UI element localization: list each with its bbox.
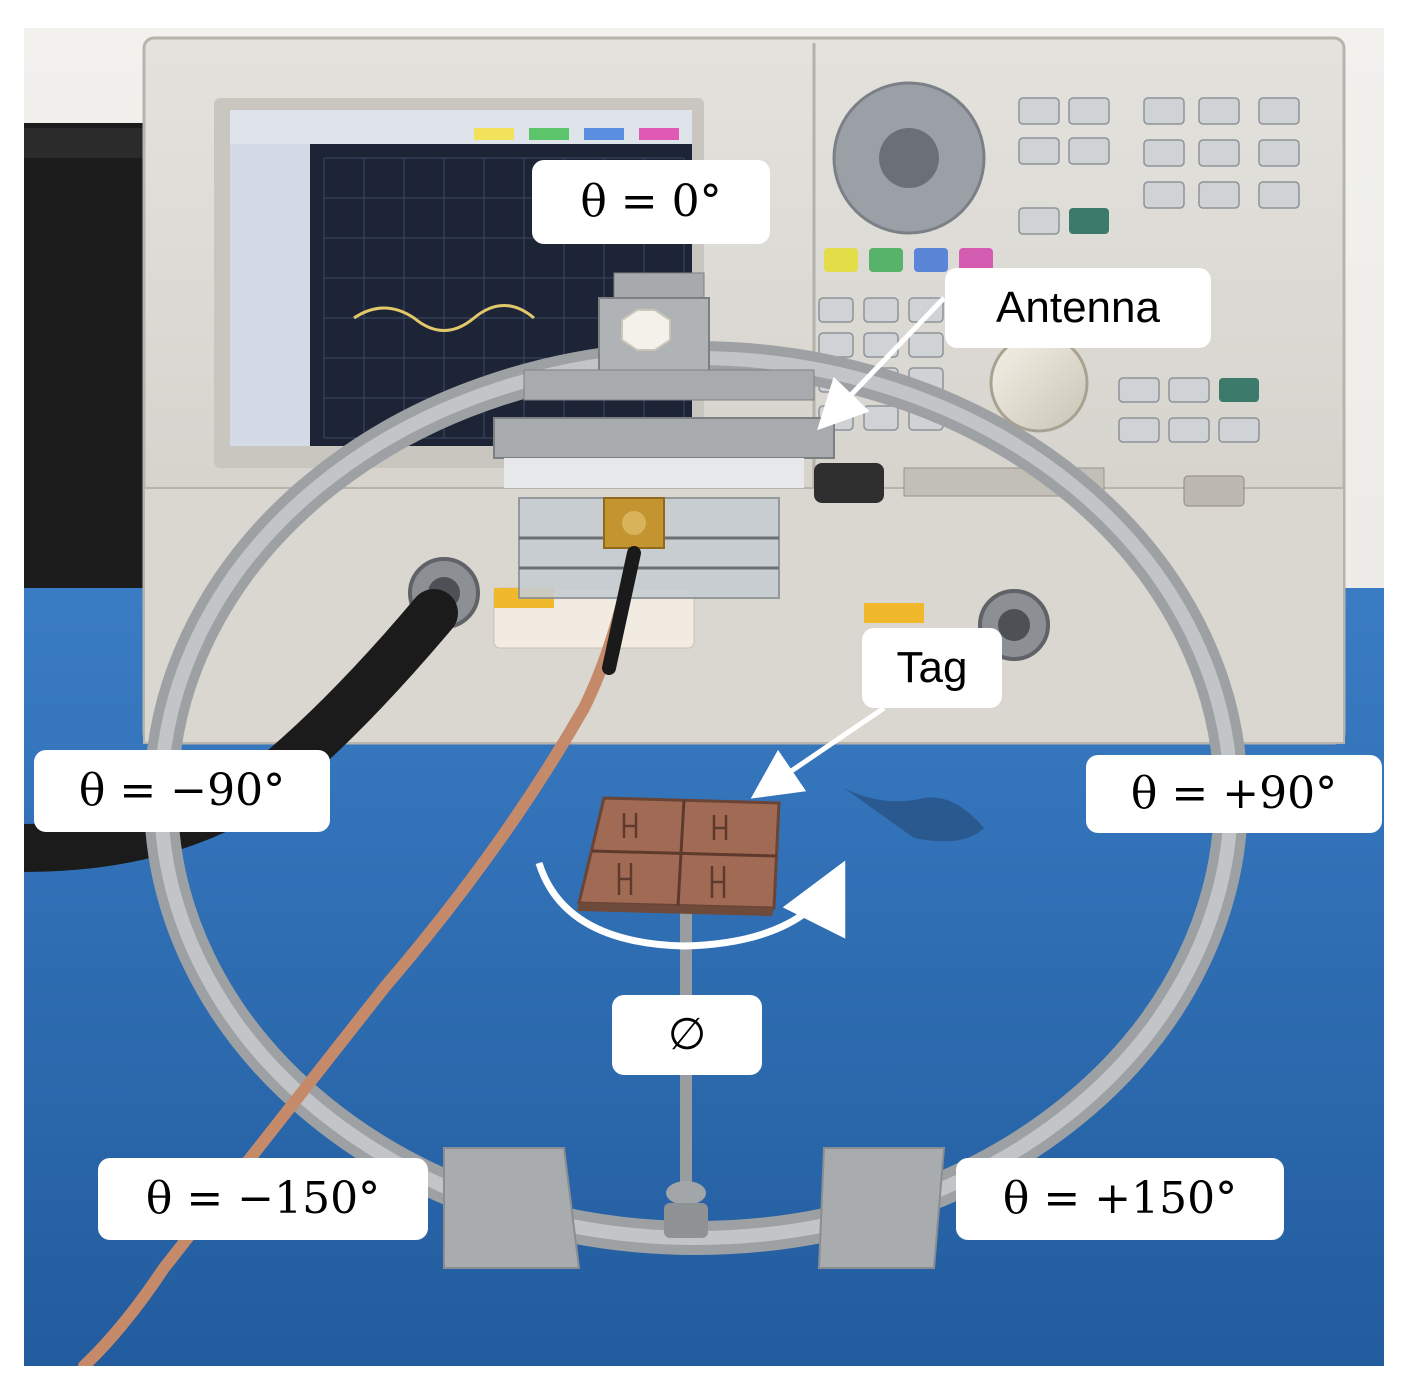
label-theta-neg150: θ = −150° (98, 1158, 428, 1240)
rotation-arrow (535, 860, 846, 950)
tag-arrow (750, 705, 886, 799)
label-theta-0: θ = 0° (532, 160, 770, 244)
label-antenna: Antenna (945, 268, 1211, 348)
label-phi: ∅ (612, 995, 762, 1075)
ring-foot-left (443, 1147, 581, 1269)
antenna-fixture (493, 272, 835, 599)
coax-cable (78, 547, 640, 1366)
label-tag: Tag (862, 628, 1002, 708)
label-theta-neg90: θ = −90° (34, 750, 330, 832)
rotary-knob (989, 333, 1089, 433)
tag-pcb (577, 796, 781, 916)
trace-line (353, 304, 535, 332)
label-theta-pos150: θ = +150° (956, 1158, 1284, 1240)
antenna-arrow (817, 296, 946, 431)
left-equipment (24, 123, 164, 613)
label-theta-pos90: θ = +90° (1086, 755, 1382, 833)
ring-foot-right (817, 1147, 946, 1269)
